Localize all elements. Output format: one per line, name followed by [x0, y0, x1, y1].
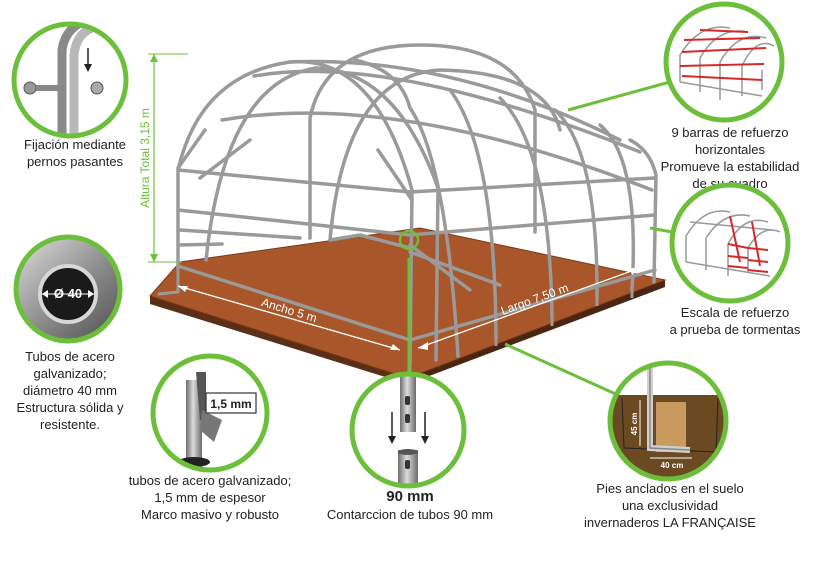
callout-connectors	[407, 80, 673, 398]
thickness-badge: 1,5 mm	[210, 397, 251, 411]
thickness-callout: 1,5 mm	[150, 353, 270, 473]
anchored-feet-callout: 45 cm 40 cm	[607, 360, 729, 482]
bolts-caption: Fijación mediante pernos pasantes	[24, 137, 126, 169]
height-dimension: Altura Total 3,15 m	[138, 53, 188, 263]
horizontal-bars-callout	[663, 1, 785, 123]
thickness-caption: tubos de acero galvanizado; 1,5 mm de es…	[128, 473, 292, 522]
height-label: Altura Total 3,15 m	[138, 108, 152, 208]
storm-ladder-caption: Escala de refuerzo a prueba de tormentas	[669, 305, 801, 337]
feet-horizontal-dimension: 40 cm	[661, 461, 684, 470]
anchored-feet-caption: Pies anclados en el suelo una exclusivid…	[584, 481, 756, 530]
tubes-90-title: 90 mm	[386, 488, 434, 505]
feet-vertical-dimension: 45 cm	[630, 413, 639, 436]
tube-diameter-callout: Ø 40	[13, 234, 123, 344]
tube-diameter-caption: Tubos de acero galvanizado; diámetro 40 …	[16, 349, 124, 432]
bolts-callout	[11, 21, 129, 139]
storm-ladder-callout	[669, 182, 791, 304]
bolt-marker	[398, 229, 420, 251]
greenhouse-frame	[176, 43, 658, 367]
tubes-90-callout	[349, 371, 467, 489]
horizontal-bars-caption: 9 barras de refuerzo horizontales Promue…	[660, 125, 800, 191]
diameter-badge: Ø 40	[54, 286, 82, 301]
tubes-90-caption: 90 mm Contarccion de tubos 90 mm	[290, 488, 530, 523]
